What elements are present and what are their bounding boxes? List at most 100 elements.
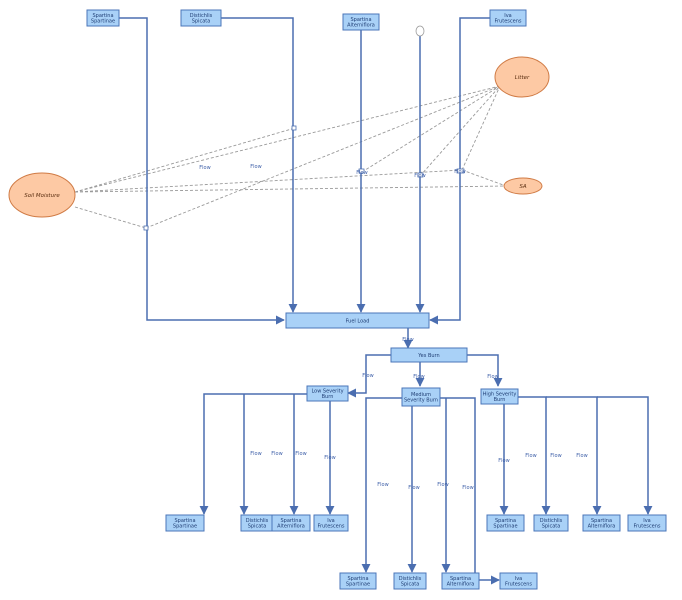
- valve-icon: [417, 172, 424, 178]
- stock-label: Spicata: [192, 19, 211, 25]
- flow-distichlis-to-fuel[interactable]: [221, 17, 298, 313]
- flow-label: Flow: [271, 451, 282, 457]
- valve-icon: [358, 168, 365, 174]
- flow-high-to-iva[interactable]: [597, 396, 653, 515]
- inflows-fuel-load: [119, 17, 490, 325]
- stock-label: Spicata: [401, 582, 420, 588]
- stock-label: Distichlis: [190, 13, 213, 19]
- stock-label: Spicata: [542, 524, 561, 530]
- stock-label: Distichlis: [540, 518, 563, 524]
- stock-label: Spicata: [248, 524, 267, 530]
- flow-label: Flow: [413, 374, 424, 380]
- link-soil-to-distichlis[interactable]: [74, 127, 296, 193]
- flow-label: Flow: [408, 485, 419, 491]
- stock-label: High Severity: [483, 392, 517, 398]
- link-spartina-to-litter[interactable]: [145, 85, 501, 229]
- flow-label: Flow: [402, 337, 413, 343]
- outflows-medium-severity: [361, 397, 500, 585]
- flow-label: Flow: [295, 451, 306, 457]
- variable-label: Soil Moisture: [24, 193, 60, 199]
- link-alterniflora-to-litter[interactable]: [361, 85, 501, 173]
- stock-label: Burn: [494, 397, 506, 403]
- variable-litter[interactable]: Litter: [494, 56, 550, 98]
- stock-label: Distichlis: [399, 576, 422, 582]
- flow-label: Flow: [487, 374, 498, 380]
- flow-spartina-spartinae-to-fuel[interactable]: [119, 17, 285, 325]
- flow-yes-to-low[interactable]: [347, 354, 391, 398]
- stock-label: Spartina: [591, 518, 612, 524]
- variable-label: SA: [519, 184, 526, 190]
- link-soil-to-litter[interactable]: [74, 85, 501, 193]
- info-links: [74, 85, 507, 229]
- flow-label: Flow: [498, 458, 509, 464]
- link-soil-to-sa[interactable]: [74, 185, 507, 193]
- flow-medium-to-iva[interactable]: [440, 397, 500, 585]
- variable-sa[interactable]: SA: [503, 177, 543, 195]
- link-soil-to-spartina[interactable]: [74, 206, 147, 229]
- outflows-low-severity: [199, 393, 335, 515]
- stock-label: Alterniflora: [347, 23, 375, 29]
- flow-label: Flow: [250, 164, 261, 170]
- stock-label: Iva: [504, 13, 512, 19]
- stock-label: Severity Burn: [404, 398, 438, 404]
- variable-label: Litter: [515, 75, 530, 81]
- stock-label: Spartina: [450, 576, 471, 582]
- flow-label: Flow: [362, 373, 373, 379]
- stock-label: Spartinae: [91, 19, 115, 25]
- stock-label: Spartina: [350, 17, 371, 23]
- link-iva-to-litter[interactable]: [461, 85, 501, 171]
- stock-label: Fuel Load: [346, 318, 370, 324]
- link-iva-to-sa[interactable]: [461, 169, 507, 187]
- stock-label: Iva: [515, 576, 523, 582]
- flow-medium-to-spartina[interactable]: [361, 397, 402, 573]
- stock-label: Alterniflora: [277, 524, 305, 530]
- flow-label: Flow: [576, 453, 587, 459]
- stock-label: Frutescens: [495, 19, 522, 25]
- flow-label: Flow: [324, 455, 335, 461]
- stock-label: Spartina: [174, 518, 195, 524]
- flow-labels: Flow Flow Flow Flow Flow Flow Flow Flow …: [199, 164, 587, 491]
- valve-icon: [456, 168, 465, 174]
- link-soil-to-iva[interactable]: [74, 169, 463, 193]
- flow-label: Flow: [199, 165, 210, 171]
- flow-valves: [143, 125, 465, 231]
- flow-label: Flow: [377, 482, 388, 488]
- stock-label: Low Severity: [311, 389, 343, 395]
- outflows-yes-burn: [347, 354, 503, 398]
- stock-label: Spartinae: [173, 524, 197, 530]
- stock-yes-burn[interactable]: Yes Burn: [390, 347, 468, 363]
- stock-label: Alterniflora: [588, 524, 616, 530]
- stock-label: Frutescens: [505, 582, 532, 588]
- flow-label: Flow: [550, 453, 561, 459]
- flow-label: Flow: [454, 169, 465, 175]
- valve-icon: [143, 225, 149, 231]
- stock-label: Medium: [411, 392, 431, 398]
- stock-label: Spartinae: [493, 524, 517, 530]
- variable-soil-moisture[interactable]: Soil Moisture: [8, 172, 76, 218]
- flow-yes-to-high[interactable]: [467, 354, 503, 387]
- stock-label: Distichlis: [246, 518, 269, 524]
- flow-label: Flow: [462, 485, 473, 491]
- stock-fuel-load[interactable]: Fuel Load: [285, 312, 430, 329]
- flow-low-to-spartina[interactable]: [199, 393, 307, 515]
